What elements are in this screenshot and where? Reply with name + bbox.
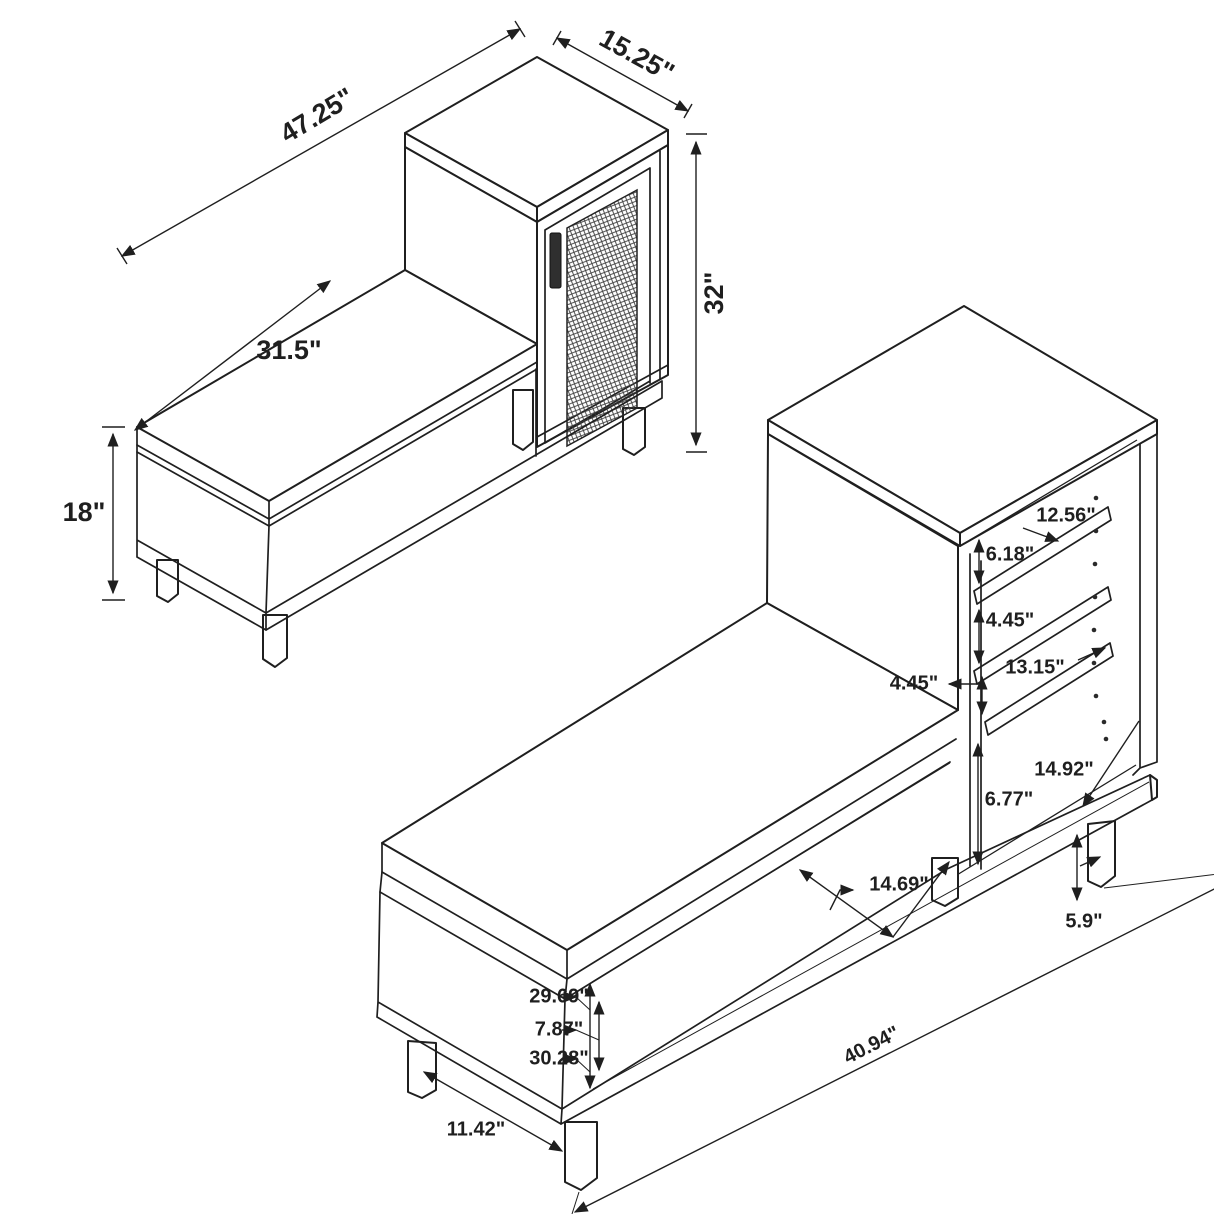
fig2-rail-end-cap — [1149, 774, 1158, 801]
fig2-cabinet — [766, 305, 1158, 879]
fig1-dim-ticks-cabinet-height — [686, 133, 707, 453]
fig2-shelf-1 — [973, 506, 1112, 605]
fig2-leader-leg-height — [1079, 856, 1102, 868]
fig2-dim-bench-depth — [422, 1071, 564, 1152]
fig1-label-overall-width: 47.25" — [275, 82, 359, 149]
fig2-ext-base-length — [571, 874, 1214, 1214]
fig2-leg-right — [1087, 820, 1116, 888]
figure1-bench-cabinet-door-view: 47.25" 15.25" 32" 31.5" 18" — [63, 20, 729, 668]
fig2-label-length-top: 29.69" — [529, 985, 589, 1007]
fig2-label-shelf-span: 13.15" — [1005, 656, 1065, 678]
fig1-label-seat-length: 31.5" — [256, 335, 321, 365]
fig2-label-leg-height: 5.9" — [1065, 910, 1102, 932]
fig2-label-shelf-gap-top: 6.18" — [986, 543, 1034, 565]
fig1-box-top-edge — [136, 361, 538, 527]
fig2-leg-front — [564, 1121, 598, 1191]
fig2-shelf-pin-holes — [1091, 495, 1109, 742]
fig1-dim-line-seat-length — [133, 280, 332, 431]
fig1-dim-ticks-bench-height — [102, 426, 125, 601]
fig2-dim-base-length — [573, 875, 1214, 1213]
fig2-label-base-depth: 14.92" — [1034, 758, 1094, 780]
fig1-label-cabinet-height: 32" — [699, 272, 729, 315]
fig2-dimensions: 12.56" 6.18" 4.45" 13.15" 4.45" 6.77" 14… — [422, 504, 1214, 1214]
fig2-label-length-low: 30.28" — [529, 1047, 589, 1069]
fig2-cushion-edge — [381, 738, 957, 980]
fig2-bench — [376, 602, 1158, 1191]
fig2-label-clearance-height: 6.77" — [985, 788, 1033, 810]
fig2-box-left-face — [376, 891, 566, 1125]
fig1-cabinet-door — [536, 150, 669, 448]
fig1-dim-ticks-depth — [552, 30, 693, 119]
fig2-label-length-mid: 7.87" — [535, 1018, 583, 1040]
fig2-label-shelf-depth: 12.56" — [1036, 504, 1096, 526]
fig2-leader-shelf-span — [1077, 647, 1107, 661]
fig1-label-depth: 15.25" — [594, 23, 679, 88]
fig1-dim-ticks-overall-width — [116, 20, 526, 265]
fig2-shelf-2 — [973, 586, 1112, 685]
fig1-bench-leg-left — [156, 559, 179, 603]
fig1-dim-line-overall-width — [120, 28, 522, 257]
fig2-box-top-edge — [379, 761, 951, 1000]
fig1-door-handle — [549, 232, 562, 289]
fig1-dim-line-depth — [555, 37, 690, 112]
fig2-leader-base-depth — [1082, 720, 1140, 808]
fig1-box-left-face — [136, 451, 270, 631]
fig2-label-shelf-gap-low: 4.45" — [890, 672, 938, 694]
fig2-shelf-3 — [984, 642, 1114, 736]
fig2-right-panel — [1132, 433, 1158, 776]
fig1-cabinet-leg-left — [512, 389, 534, 451]
fig1-label-bench-height: 18" — [63, 497, 106, 527]
fig1-door-mesh-panel — [566, 188, 638, 448]
fig1-cabinet-leg-right — [622, 407, 646, 456]
fig2-label-clearance-depth: 14.69" — [869, 873, 929, 895]
fig2-label-shelf-gap-mid: 4.45" — [986, 609, 1034, 631]
fig2-leader-shelf-depth — [1022, 527, 1060, 542]
fig2-label-bench-depth: 11.42" — [447, 1118, 505, 1140]
figure2-bench-cabinet-shelf-view: 12.56" 6.18" 4.45" 13.15" 4.45" 6.77" 14… — [376, 305, 1214, 1214]
fig2-bench-cushion-top — [381, 602, 959, 951]
fig2-opening-top-edge — [969, 439, 1138, 541]
fig1-cushion-edge — [136, 343, 538, 520]
fig1-box-right-face-and-rail — [265, 368, 663, 631]
